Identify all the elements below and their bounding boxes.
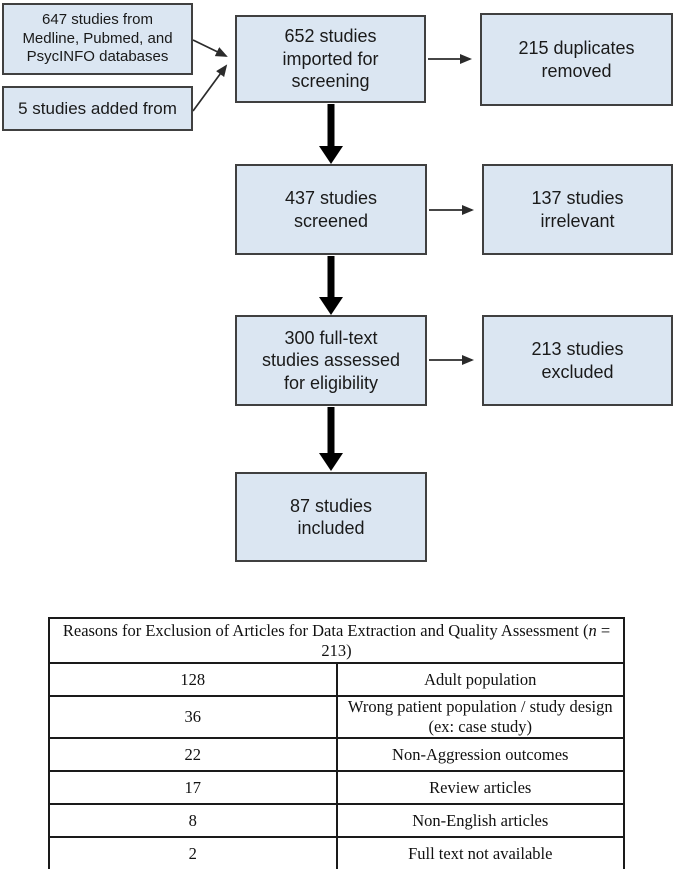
flow-box-line: screened: [293, 210, 369, 231]
flow-box-line: studies assessed: [261, 350, 401, 371]
flow-box-line: imported for: [282, 48, 379, 69]
exclusion-reason: Non-Aggression outcomes: [335, 737, 625, 772]
flow-box-line: 215 duplicates: [518, 38, 635, 58]
exclusion-count: 8: [48, 803, 338, 838]
flow-box-line: 647 studies from: [42, 10, 153, 28]
table-title-prefix: Reasons for Exclusion of Articles for Da…: [62, 620, 589, 640]
arrow-databases-to-imported: [192, 39, 228, 57]
exclusion-count: 2: [48, 836, 338, 869]
flow-box-sources-databases: 647 studies from Medline, Pubmed, and Ps…: [2, 3, 193, 75]
flow-box-fulltext-assessed: 300 full-text studies assessed for eligi…: [235, 315, 427, 406]
exclusion-reason: Wrong patient population / study design …: [335, 695, 625, 739]
exclusion-reason: Full text not available: [335, 836, 625, 869]
table-row: 2 Full text not available: [48, 836, 625, 869]
exclusion-reason: Review articles: [335, 770, 625, 805]
arrow-screened-to-fulltext: [319, 256, 343, 315]
flow-box-screened: 437 studies screened: [235, 164, 427, 255]
flow-box-line: screening: [291, 71, 370, 92]
table-row: 36 Wrong patient population / study desi…: [48, 695, 625, 739]
flow-box-line: removed: [541, 60, 612, 81]
flow-box-line: excluded: [541, 361, 614, 382]
flow-box-line: 213 studies: [531, 339, 624, 359]
arrow-imported-to-screened: [319, 104, 343, 164]
exclusion-count: 36: [48, 695, 338, 739]
flow-box-sources-added: 5 studies added from: [2, 86, 193, 131]
study-selection-flowchart: 647 studies from Medline, Pubmed, and Ps…: [2, 3, 673, 562]
exclusion-count: 22: [48, 737, 338, 772]
flow-box-line: 87 studies: [289, 495, 373, 516]
table-title: Reasons for Exclusion of Articles for Da…: [48, 617, 625, 664]
arrow-fulltext-to-included: [319, 407, 343, 471]
exclusion-count: 17: [48, 770, 338, 805]
flow-box-excluded: 213 studies excluded: [482, 315, 673, 406]
exclusion-reasons-table: Reasons for Exclusion of Articles for Da…: [48, 617, 625, 869]
flow-box-irrelevant: 137 studies irrelevant: [482, 164, 673, 255]
exclusion-reason: Non-English articles: [335, 803, 625, 838]
table-row: 128 Adult population: [48, 662, 625, 697]
flow-box-line: 652 studies: [284, 26, 377, 47]
table-row: 8 Non-English articles: [48, 803, 625, 838]
arrow-layer: [192, 39, 474, 471]
flow-box-line: 300 full-text: [284, 327, 378, 348]
table-row: 17 Review articles: [48, 770, 625, 805]
flow-box-line: 5 studies added from: [18, 98, 177, 118]
flow-box-line: PsycINFO databases: [26, 48, 169, 66]
flow-box-imported: 652 studies imported for screening: [235, 15, 426, 103]
table-header-row: Reasons for Exclusion of Articles for Da…: [48, 617, 625, 664]
flow-box-included: 87 studies included: [235, 472, 427, 562]
exclusion-reason: Adult population: [335, 662, 625, 697]
table-row: 22 Non-Aggression outcomes: [48, 737, 625, 772]
flow-box-line: included: [297, 518, 365, 538]
exclusion-count: 128: [48, 662, 338, 697]
flow-box-line: Medline, Pubmed, and: [22, 29, 173, 47]
arrow-added-to-imported: [192, 64, 228, 112]
flow-box-line: irrelevant: [540, 210, 615, 231]
flow-box-line: for eligibility: [283, 372, 379, 393]
flow-box-line: 137 studies: [531, 188, 624, 208]
table-title-suffix: = 213): [321, 620, 611, 660]
flow-box-duplicates-removed: 215 duplicates removed: [480, 13, 673, 106]
flow-box-line: 437 studies: [284, 188, 378, 208]
table-title-n: n: [588, 620, 597, 640]
